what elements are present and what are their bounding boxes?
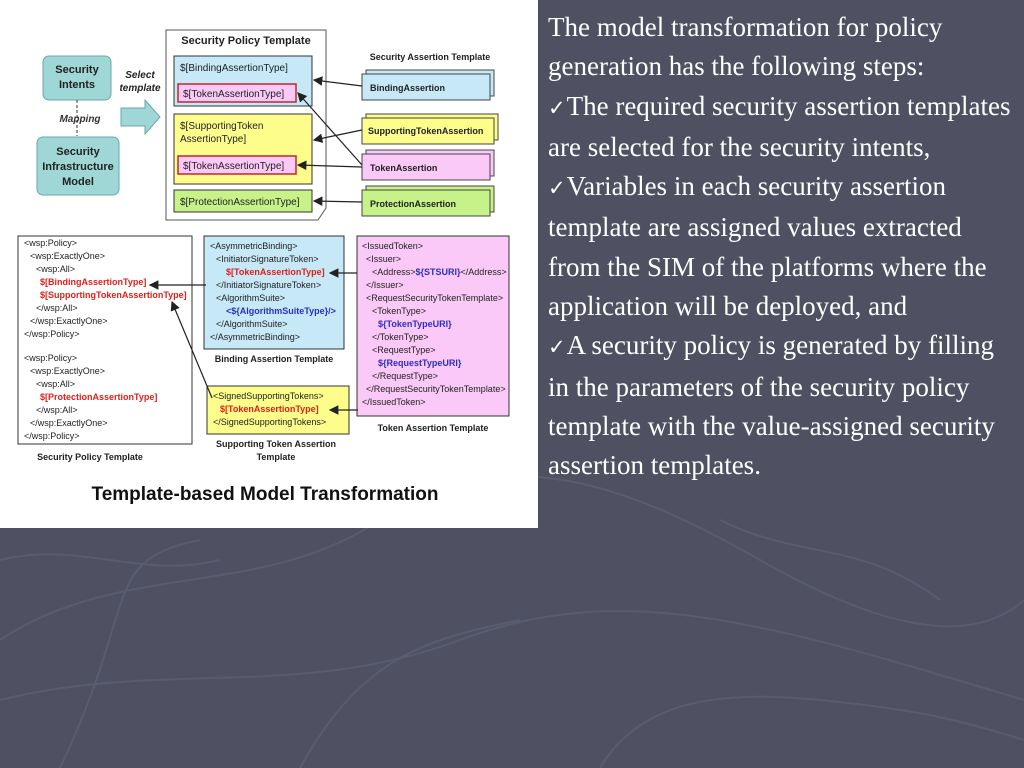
sat-item-1: BindingAssertion — [370, 83, 445, 93]
spt-token-box-1 — [177, 83, 297, 103]
binding-line-4: </InitiatorSignatureToken> — [216, 280, 321, 290]
spt-title: Security Policy Template — [181, 35, 310, 47]
step-text-3: A security policy is generated by fillin… — [548, 330, 995, 481]
sat-title: Security Assertion Template — [370, 52, 491, 62]
token-line-11: </RequestType> — [372, 371, 438, 381]
slide-text: The model transformation for policy gene… — [548, 8, 1018, 486]
sim-label-1: Security — [56, 146, 100, 158]
step-item-1: ✓The required security assertion templat… — [548, 87, 1018, 168]
spt-row-3b: AssertionType] — [180, 134, 246, 145]
support-box-label-1: Supporting Token Assertion — [216, 439, 336, 449]
sat-item-2: SupportingTokenAssertion — [368, 126, 483, 136]
select-template-arrow — [120, 98, 161, 136]
step-item-2: ✓Variables in each security assertion te… — [548, 167, 1018, 326]
policy-line-3: <wsp:All> — [36, 264, 75, 274]
binding-line-3: $[TokenAssertionType] — [226, 267, 325, 277]
policy-line-8: </wsp:Policy> — [24, 329, 80, 339]
check-icon: ✓ — [548, 95, 566, 120]
policy-line-7: </wsp:ExactlyOne> — [30, 316, 108, 326]
binding-xml-box — [203, 235, 345, 350]
arrow-protection — [312, 196, 363, 206]
security-intents-label-2: Intents — [59, 79, 95, 91]
arrow-supporting — [312, 129, 363, 143]
arrow-support-to-policy — [170, 300, 213, 399]
security-intents-node — [42, 55, 112, 101]
sim-node — [36, 136, 120, 196]
sat-binding: BindingAssertion — [361, 69, 495, 101]
binding-box-label: Binding Assertion Template — [215, 354, 334, 364]
policy-line-10: <wsp:ExactlyOne> — [30, 366, 105, 376]
step-text-2: Variables in each security assertion tem… — [548, 171, 987, 322]
sim-label-2: Infrastructure — [42, 161, 114, 173]
arrow-token-1 — [297, 92, 363, 166]
policy-line-13: </wsp:All> — [36, 405, 78, 415]
policy-line-11: <wsp:All> — [36, 379, 75, 389]
token-xml-box — [356, 235, 510, 417]
token-line-8: </TokenType> — [372, 332, 429, 342]
security-intents-label: Security — [55, 64, 99, 76]
policy-line-5: $[SupportingTokenAssertionType] — [40, 290, 187, 300]
support-line-3: </SignedSupportingTokens> — [213, 417, 326, 427]
policy-line-4: $[BindingAssertionType] — [40, 277, 146, 287]
select-label-1: Select — [125, 70, 155, 81]
token-line-7: ${TokenTypeURI} — [378, 319, 452, 329]
policy-line-1: <wsp:Policy> — [24, 238, 77, 248]
policy-xml-box — [17, 235, 193, 445]
check-icon: ✓ — [548, 176, 566, 201]
spt-token-box-2 — [177, 155, 297, 175]
sim-label-3: Model — [62, 176, 94, 188]
token-line-6: <TokenType> — [372, 306, 426, 316]
sat-item-3: TokenAssertion — [370, 163, 437, 173]
binding-line-5: <AlgorithmSuite> — [216, 293, 285, 303]
support-line-1: <SignedSupportingTokens> — [213, 391, 324, 401]
token-line-12: </RequestSecurityTokenTemplate> — [366, 384, 506, 394]
step-text-1: The required security assertion template… — [548, 90, 1011, 162]
spt-row-1: $[BindingAssertionType] — [180, 63, 288, 74]
policy-box-label: Security Policy Template — [37, 452, 143, 462]
spt-protection-box — [173, 189, 313, 213]
policy-line-6: </wsp:All> — [36, 303, 78, 313]
arrow-binding — [312, 76, 363, 87]
sat-supporting: SupportingTokenAssertion — [361, 113, 499, 145]
spt-row-4: $[TokenAssertionType] — [183, 161, 284, 172]
token-line-2: <Issuer> — [366, 254, 401, 264]
sat-protection: ProtectionAssertion — [361, 185, 495, 217]
step-item-3: ✓A security policy is generated by filli… — [548, 326, 1018, 485]
spt-row-2: $[TokenAssertionType] — [183, 89, 284, 100]
spt-row-3a: $[SupportingToken — [180, 121, 263, 132]
sat-item-4: ProtectionAssertion — [370, 199, 456, 209]
policy-line-12: $[ProtectionAssertionType] — [40, 392, 157, 402]
select-label-2: template — [119, 83, 161, 94]
transformation-figure: Security Intents Mapping Security Infras… — [0, 0, 538, 528]
support-line-2: $[TokenAssertionType] — [220, 404, 319, 414]
policy-line-9: <wsp:Policy> — [24, 353, 77, 363]
binding-line-2: <InitiatorSignatureToken> — [216, 254, 319, 264]
token-line-10: ${RequestTypeURI} — [378, 358, 462, 368]
binding-line-8: </AsymmetricBinding> — [210, 332, 300, 342]
token-line-1: <IssuedToken> — [362, 241, 423, 251]
support-box-label-2: Template — [257, 452, 296, 462]
binding-line-6: <${AlgorithmSuiteType}/> — [226, 306, 336, 316]
sat-token: TokenAssertion — [361, 149, 495, 181]
token-line-9: <RequestType> — [372, 345, 436, 355]
binding-line-7: </AlgorithmSuite> — [216, 319, 288, 329]
intro-text: The model transformation for policy gene… — [548, 12, 943, 82]
mapping-label: Mapping — [59, 114, 100, 125]
token-line-3: <Address>${STSURI}</Address> — [372, 267, 507, 277]
check-icon: ✓ — [548, 335, 566, 360]
policy-line-15: </wsp:Policy> — [24, 431, 80, 441]
spt-row-5: $[ProtectionAssertionType] — [180, 197, 300, 208]
token-box-label: Token Assertion Template — [378, 423, 489, 433]
token-line-4: </Issuer> — [366, 280, 404, 290]
policy-line-2: <wsp:ExactlyOne> — [30, 251, 105, 261]
figure-caption: Template-based Model Transformation — [92, 484, 439, 505]
policy-line-14: </wsp:ExactlyOne> — [30, 418, 108, 428]
token-line-5: <RequestSecurityTokenTemplate> — [366, 293, 503, 303]
token-line-13: </IssuedToken> — [362, 397, 426, 407]
arrow-token-2 — [296, 160, 363, 171]
binding-line-1: <AsymmetricBinding> — [210, 241, 298, 251]
